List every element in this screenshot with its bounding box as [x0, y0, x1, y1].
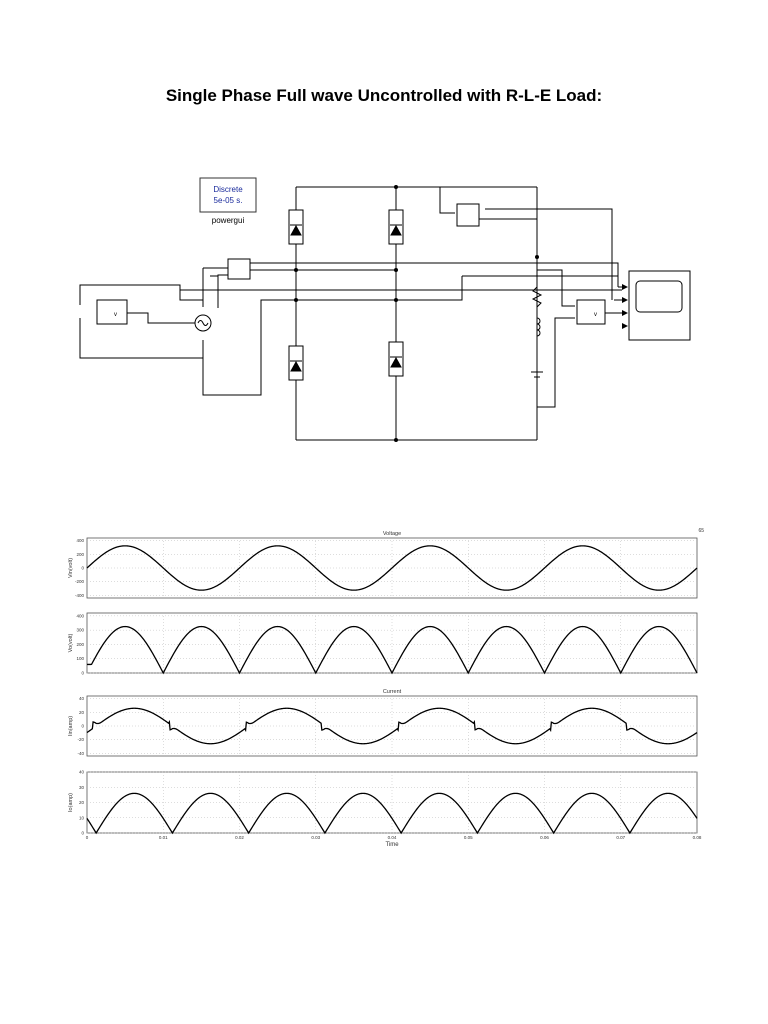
svg-text:v: v — [114, 312, 117, 318]
chart-iin: 40 20 0 -20 -40 Iin(amp) Current — [68, 689, 698, 757]
voltmeter-vin[interactable]: v — [96, 299, 128, 325]
chart-vin: 400 200 0 -200 -400 Vin(volt) Voltage 65 — [68, 528, 704, 599]
diode-d4[interactable] — [388, 341, 404, 377]
circuit-schematic: Discrete 5e-05 s. powergui v — [79, 177, 691, 442]
y-tick-label: 40 — [79, 696, 85, 701]
series-line — [87, 625, 698, 675]
page-title: Single Phase Full wave Uncontrolled with… — [165, 86, 603, 105]
inductor[interactable] — [536, 317, 541, 337]
y-axis-label: Iin(amp) — [68, 716, 74, 736]
y-tick-label: 200 — [76, 642, 84, 647]
x-tick-label: 0.07 — [616, 835, 625, 840]
voltmeter-top[interactable] — [456, 203, 480, 227]
corner-label: 65 — [698, 528, 704, 534]
x-tick-label: 0 — [86, 835, 89, 840]
dc-source-e[interactable] — [531, 371, 543, 378]
y-tick-label: -400 — [75, 593, 85, 598]
y-tick-label: 400 — [76, 613, 84, 618]
diode-d1[interactable] — [288, 209, 304, 245]
y-axis-label: Vin(volt) — [68, 558, 74, 578]
powergui-label: powergui — [212, 216, 245, 225]
y-tick-label: 100 — [76, 656, 84, 661]
series-line — [86, 792, 698, 835]
voltmeter-vo[interactable]: v — [576, 299, 606, 325]
y-tick-label: 0 — [81, 831, 84, 836]
chart-title: Voltage — [383, 531, 401, 537]
y-tick-label: 20 — [79, 800, 85, 805]
powergui-mode: Discrete — [213, 185, 243, 194]
diode-d3[interactable] — [288, 345, 304, 381]
y-tick-label: 200 — [76, 552, 84, 557]
x-tick-label: 0.01 — [159, 835, 168, 840]
powergui-step: 5e-05 s. — [214, 196, 243, 205]
x-tick-label: 0.08 — [693, 835, 702, 840]
y-tick-label: -20 — [77, 737, 84, 742]
y-tick-label: 0 — [81, 566, 84, 571]
y-tick-label: 300 — [76, 628, 84, 633]
y-tick-label: 0 — [81, 724, 84, 729]
series-line — [86, 707, 698, 745]
series-line — [86, 545, 698, 591]
x-tick-label: 0.02 — [235, 835, 244, 840]
y-tick-label: -200 — [75, 579, 85, 584]
y-tick-label: 30 — [79, 785, 85, 790]
chart-title: Current — [383, 689, 402, 695]
chart-vo: 400 300 200 100 0 Vo(volt) — [68, 612, 698, 676]
y-tick-label: 0 — [81, 671, 84, 676]
y-tick-label: -40 — [77, 751, 84, 756]
ac-source[interactable] — [194, 314, 212, 332]
x-tick-label: 0.03 — [311, 835, 320, 840]
resistor[interactable] — [531, 286, 543, 308]
y-tick-label: 40 — [79, 770, 85, 775]
y-tick-label: 10 — [79, 815, 85, 820]
x-axis-label: Time — [385, 842, 399, 848]
powergui-block[interactable]: Discrete 5e-05 s. powergui — [199, 177, 257, 225]
y-tick-label: 400 — [76, 538, 84, 543]
y-tick-label: 20 — [79, 710, 85, 715]
current-meter[interactable] — [227, 258, 251, 280]
y-axis-label: Vo(volt) — [68, 634, 74, 653]
svg-text:v: v — [594, 312, 597, 318]
x-tick-label: 0.06 — [540, 835, 549, 840]
y-axis-label: Io(amp) — [68, 793, 74, 812]
scope-block[interactable] — [622, 270, 691, 341]
x-tick-label: 0.04 — [388, 835, 397, 840]
chart-io: 40 30 20 10 0 Io(amp) 0 0.01 0.02 0.03 0.04 0.05 0.0… — [68, 770, 702, 849]
diode-d2[interactable] — [388, 209, 404, 245]
x-tick-label: 0.05 — [464, 835, 473, 840]
